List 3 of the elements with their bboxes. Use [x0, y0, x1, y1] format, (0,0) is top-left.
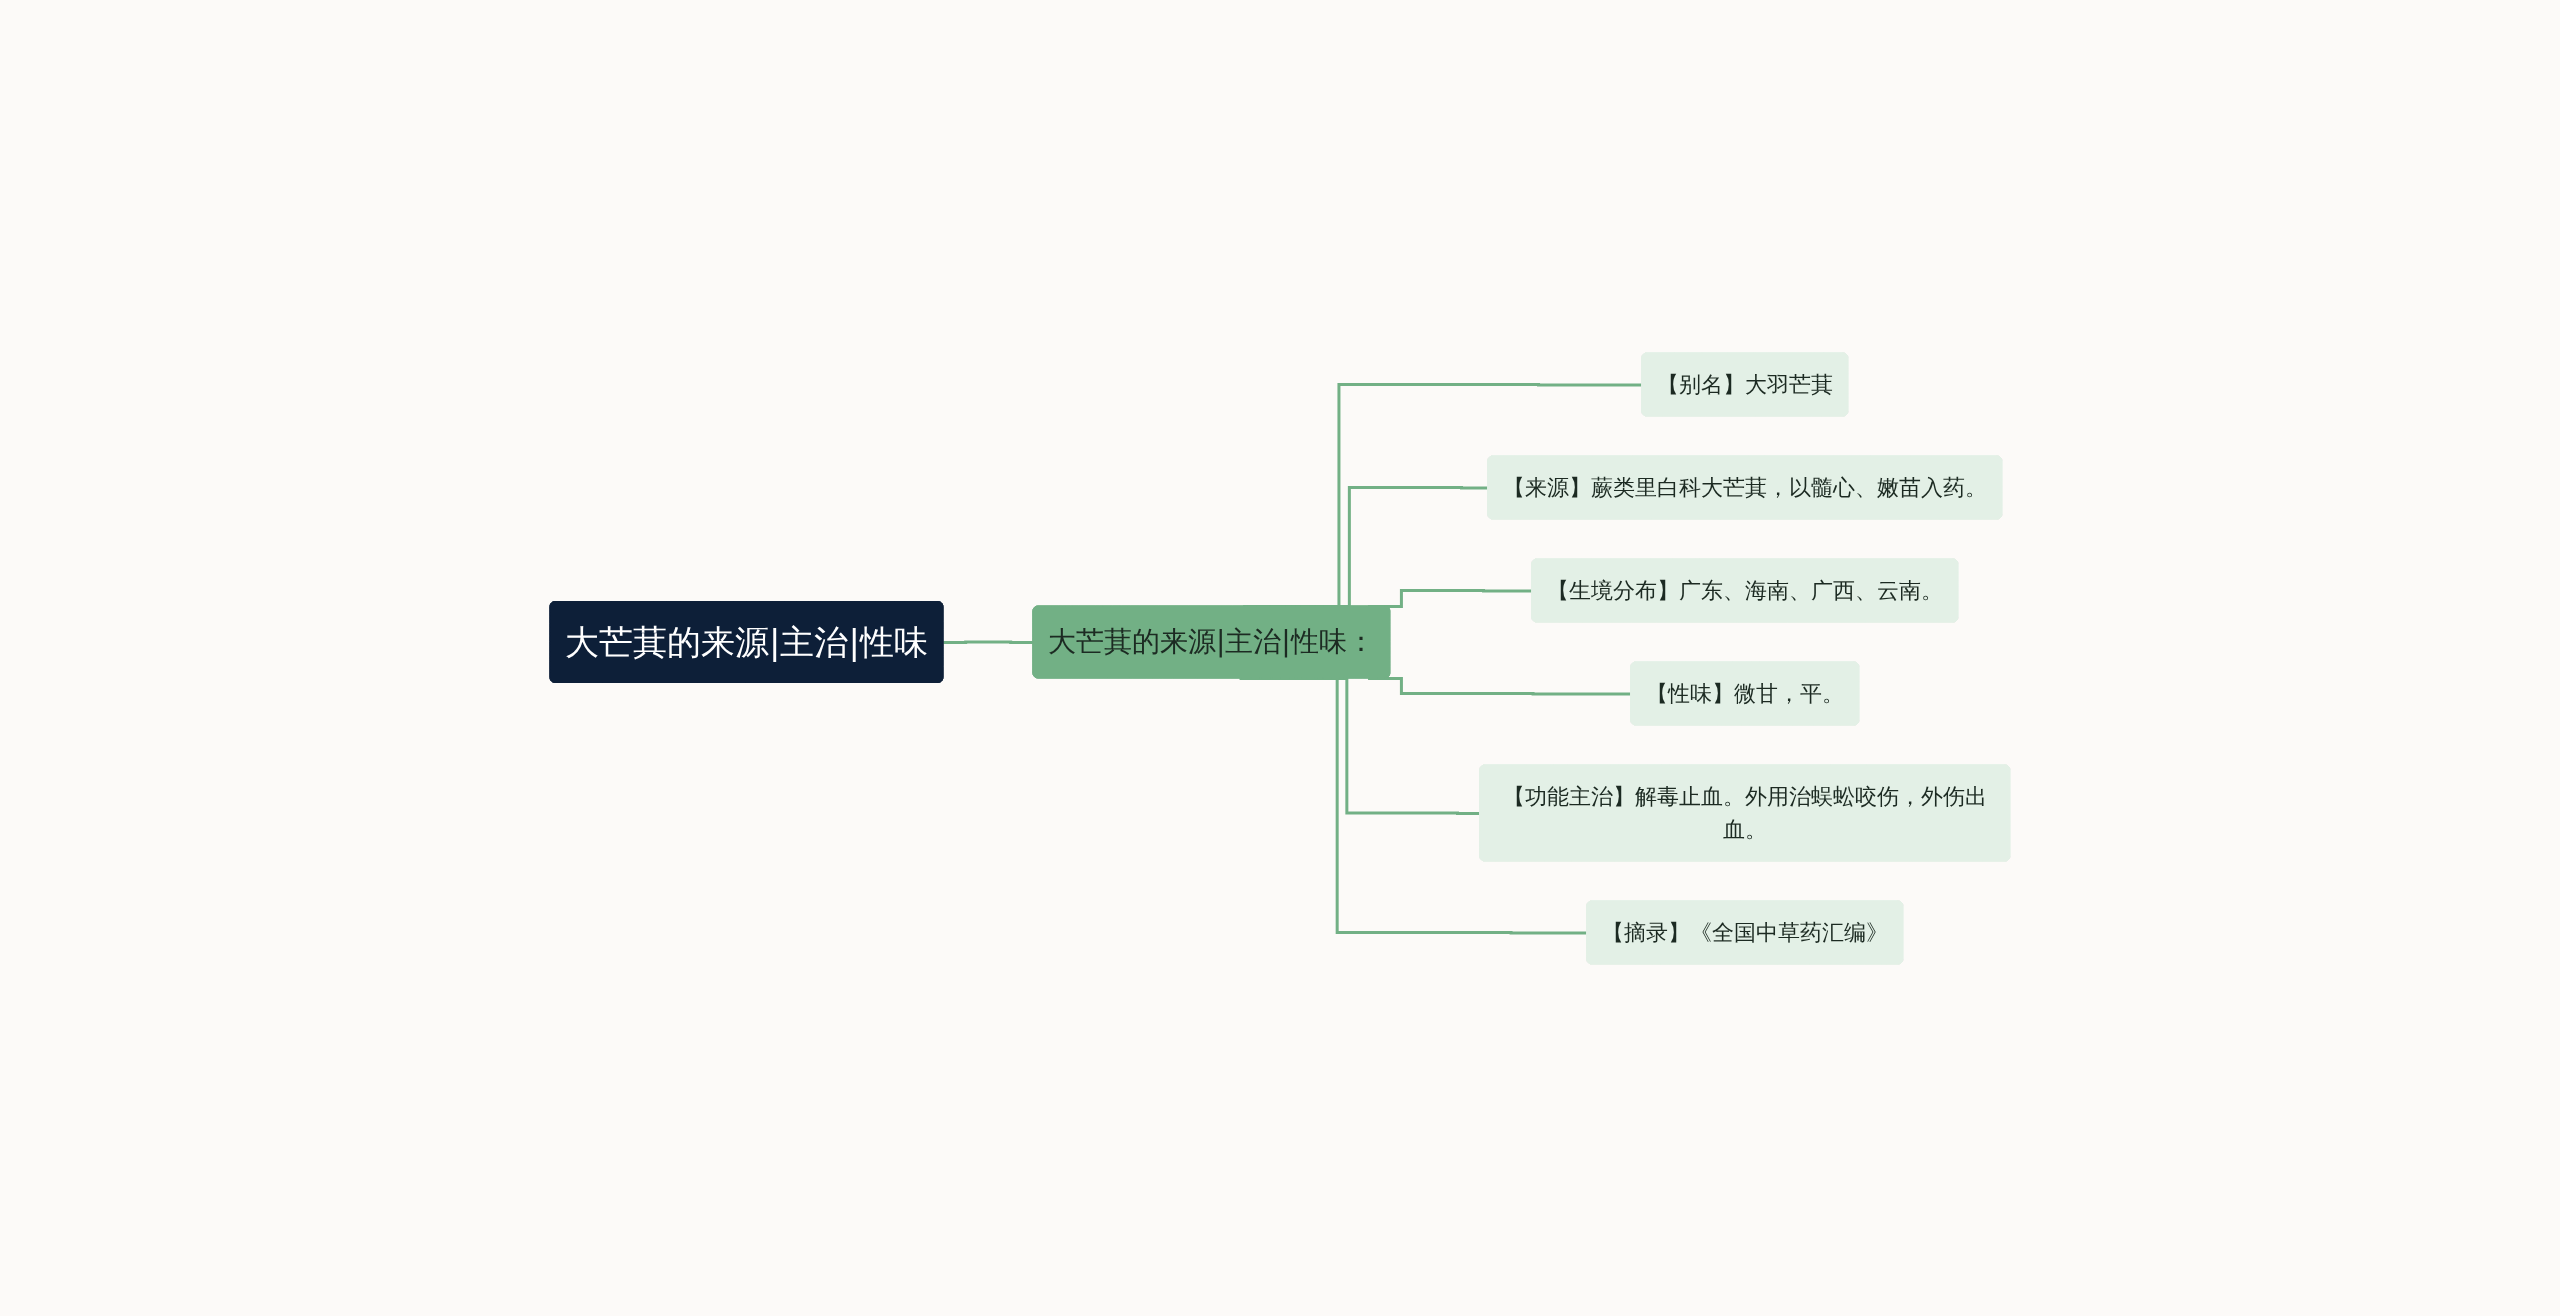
connector: [1368, 676, 1632, 695]
connector: [943, 640, 1034, 644]
connector: [1239, 676, 1588, 934]
